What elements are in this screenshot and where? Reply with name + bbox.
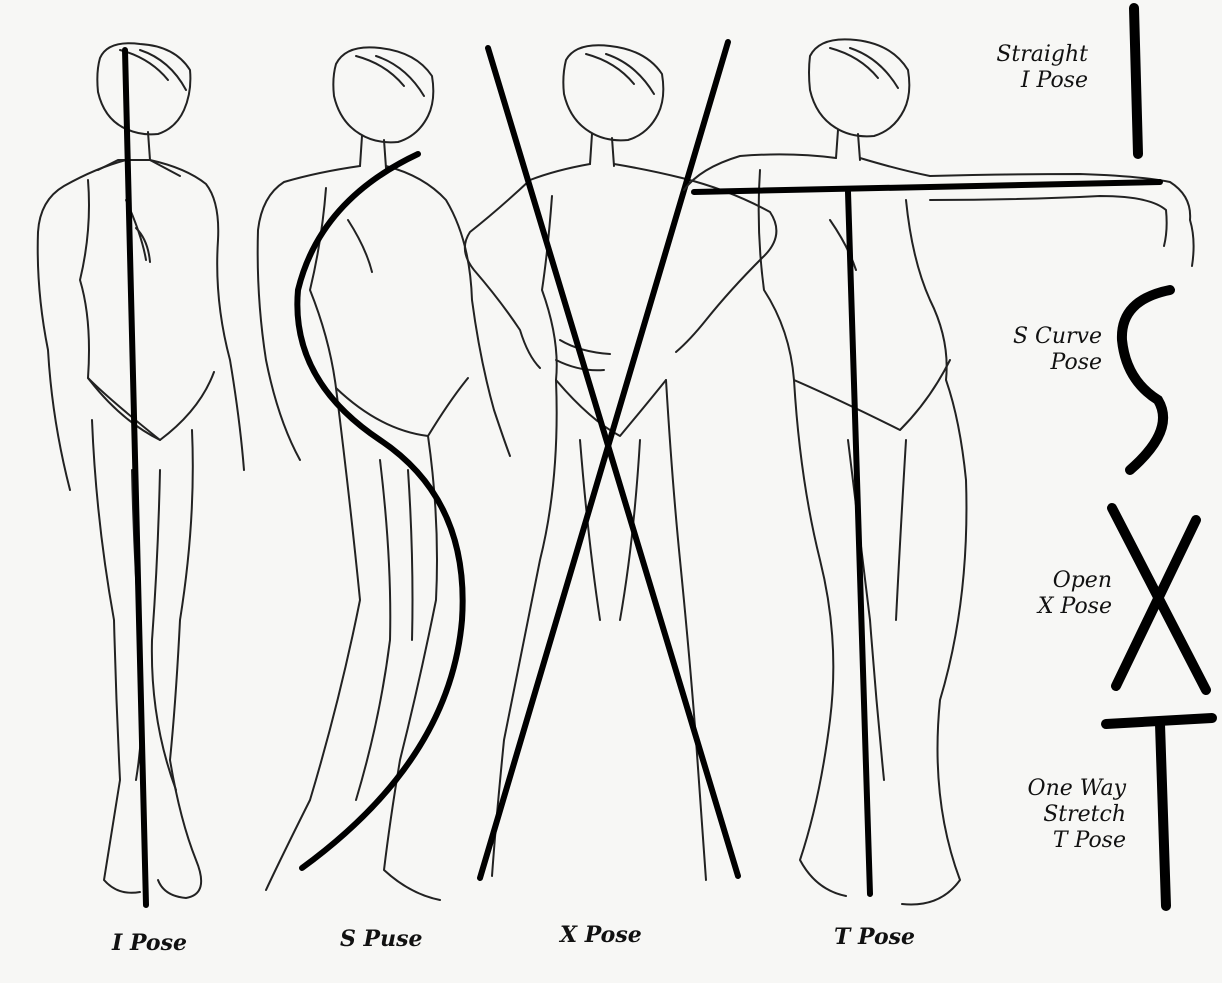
legend-symbol-i [1134, 8, 1138, 154]
t-pose-caption: T Pose [834, 924, 915, 950]
legend-label-one-way-t: One Way Stretch T Pose [1028, 776, 1126, 854]
legend-label-line: One Way [1028, 776, 1126, 802]
s-pose-caption: S Puse [340, 926, 422, 952]
legend-label-line: Straight [996, 42, 1088, 68]
legend-label-line: Pose [1013, 350, 1102, 376]
legend-label-line: S Curve [1013, 324, 1102, 350]
i-pose-caption: I Pose [112, 930, 187, 956]
legend-label-line: Open [1038, 568, 1112, 594]
x-pose-caption: X Pose [560, 922, 642, 948]
legend-label-open-x: Open X Pose [1038, 568, 1112, 620]
legend-label-straight-i: Straight I Pose [996, 42, 1088, 94]
legend-label-line: T Pose [1028, 828, 1126, 854]
legend-label-line: Stretch [1028, 802, 1126, 828]
legend-label-line: X Pose [1038, 594, 1112, 620]
legend-label-line: I Pose [996, 68, 1088, 94]
legend-label-s-curve: S Curve Pose [1013, 324, 1102, 376]
